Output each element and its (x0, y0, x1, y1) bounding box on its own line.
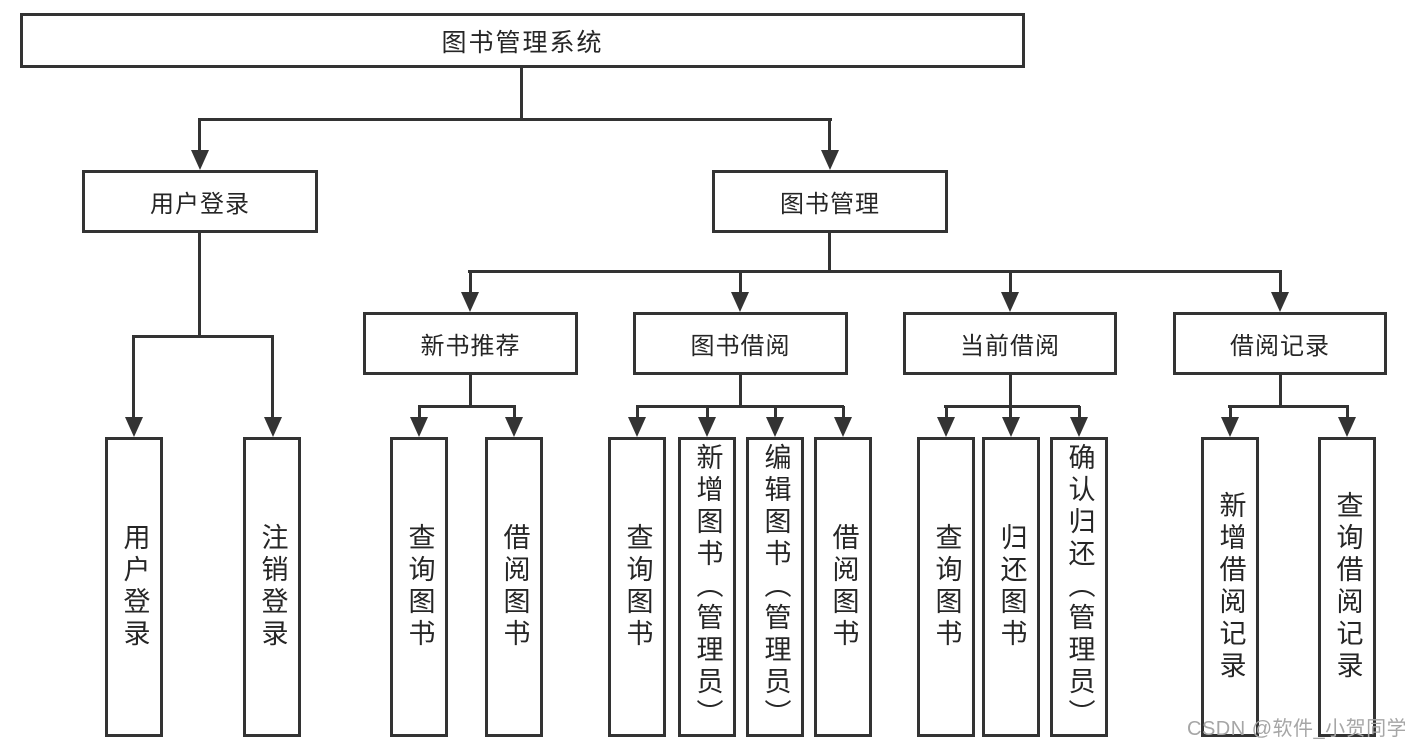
arrow-down-icon (461, 292, 479, 312)
node-user-login: 用户登录 (82, 170, 318, 233)
node-book-borrow: 图书借阅 (633, 312, 848, 375)
connector-line (1229, 406, 1232, 418)
node-borrow-records: 借阅记录 (1173, 312, 1387, 375)
node-label: 新书推荐 (420, 333, 521, 360)
node-root-label: 图书管理系统 (441, 28, 604, 57)
arrow-down-icon (731, 292, 749, 312)
leaf-query-books: 查询图书 (608, 437, 666, 737)
connector-line (1009, 273, 1012, 293)
leaf-label: 新增借阅记录 (1215, 491, 1246, 683)
node-label: 用户登录 (150, 191, 250, 218)
node-label: 图书管理 (780, 191, 880, 218)
leaf-label: 查询图书 (404, 523, 435, 651)
leaf-add-borrow-record: 新增借阅记录 (1201, 437, 1259, 737)
leaf-add-books-admin: 新增图书（管理员） (678, 437, 736, 737)
node-root: 图书管理系统 (20, 13, 1025, 68)
leaf-edit-books-admin: 编辑图书（管理员） (746, 437, 804, 737)
connector-line (944, 405, 1080, 408)
arrow-down-icon (1002, 417, 1020, 437)
connector-line (706, 406, 709, 418)
connector-line (132, 338, 135, 418)
leaf-query-borrow-record: 查询借阅记录 (1318, 437, 1376, 737)
connector-line (198, 233, 201, 338)
connector-line (636, 405, 844, 408)
csdn-watermark: CSDN @软件_小贺同学 (1187, 718, 1405, 740)
connector-line (739, 273, 742, 293)
leaf-label: 归还图书 (996, 523, 1027, 651)
leaf-label: 借阅图书 (499, 523, 530, 651)
connector-line (1346, 406, 1349, 418)
leaf-label: 查询图书 (931, 523, 962, 651)
arrow-down-icon (766, 417, 784, 437)
connector-line (468, 270, 1282, 273)
arrow-down-icon (264, 417, 282, 437)
connector-line (418, 406, 421, 418)
node-current-borrow: 当前借阅 (903, 312, 1117, 375)
connector-line (1078, 406, 1081, 418)
leaf-query-books-recommend: 查询图书 (390, 437, 448, 737)
leaf-confirm-return-admin: 确认归还（管理员） (1050, 437, 1108, 737)
arrow-down-icon (191, 150, 209, 170)
connector-line (1009, 406, 1012, 418)
leaf-borrow-books: 借阅图书 (814, 437, 872, 737)
leaf-user-login: 用户登录 (105, 437, 163, 737)
connector-line (842, 406, 845, 418)
connector-line (469, 273, 472, 293)
connector-line (739, 375, 742, 408)
node-label: 借阅记录 (1230, 333, 1330, 360)
node-book-management: 图书管理 (712, 170, 948, 233)
leaf-label: 用户登录 (119, 523, 150, 651)
connector-line (945, 406, 948, 418)
arrow-down-icon (834, 417, 852, 437)
arrow-down-icon (1070, 417, 1088, 437)
arrow-down-icon (1271, 292, 1289, 312)
connector-line (1279, 273, 1282, 293)
arrow-down-icon (410, 417, 428, 437)
connector-line (774, 406, 777, 418)
arrow-down-icon (1221, 417, 1239, 437)
leaf-return-books: 归还图书 (982, 437, 1040, 737)
leaf-label: 注销登录 (257, 523, 288, 651)
leaf-label: 查询图书 (622, 523, 653, 651)
node-label: 当前借阅 (960, 333, 1060, 360)
connector-line (636, 406, 639, 418)
connector-line (469, 375, 472, 408)
connector-line (828, 121, 831, 151)
leaf-label: 查询借阅记录 (1332, 491, 1363, 683)
leaf-label: 借阅图书 (828, 523, 859, 651)
arrow-down-icon (505, 417, 523, 437)
connector-line (418, 405, 516, 408)
arrow-down-icon (821, 150, 839, 170)
leaf-label: 编辑图书（管理员） (760, 443, 791, 731)
connector-line (828, 233, 831, 273)
node-new-book-recommend: 新书推荐 (363, 312, 578, 375)
connector-line (1228, 405, 1349, 408)
node-label: 图书借阅 (690, 333, 791, 360)
arrow-down-icon (125, 417, 143, 437)
leaf-borrow-books-recommend: 借阅图书 (485, 437, 543, 737)
leaf-logout: 注销登录 (243, 437, 301, 737)
connector-line (198, 118, 832, 121)
leaf-label: 新增图书（管理员） (692, 443, 723, 731)
connector-line (520, 68, 523, 118)
arrow-down-icon (628, 417, 646, 437)
arrow-down-icon (937, 417, 955, 437)
connector-line (132, 335, 274, 338)
connector-line (1009, 375, 1012, 408)
leaf-query-books-current: 查询图书 (917, 437, 975, 737)
arrow-down-icon (1001, 292, 1019, 312)
connector-line (1279, 375, 1282, 408)
connector-line (513, 406, 516, 418)
connector-line (271, 338, 274, 418)
connector-line (198, 121, 201, 151)
arrow-down-icon (698, 417, 716, 437)
arrow-down-icon (1338, 417, 1356, 437)
leaf-label: 确认归还（管理员） (1064, 443, 1095, 731)
